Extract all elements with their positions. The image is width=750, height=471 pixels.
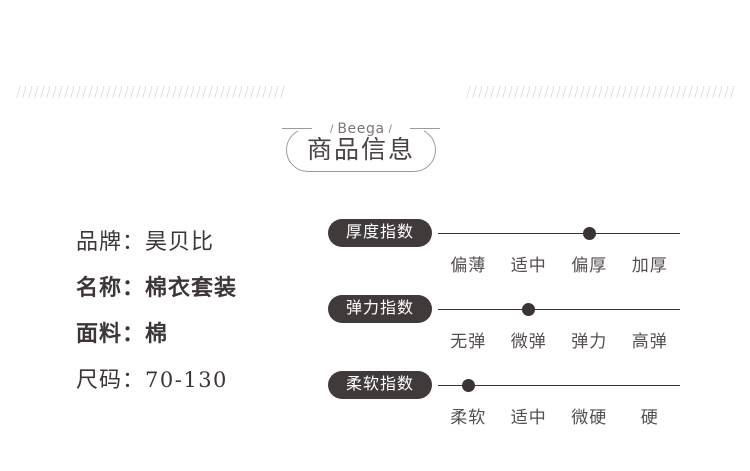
slash-left-icon: / xyxy=(330,121,334,136)
info-value-name: 棉衣套装 xyxy=(145,275,238,300)
brand-name: Beega xyxy=(337,120,385,137)
track-dot-thickness[interactable] xyxy=(582,227,596,240)
info-row-brand: 品牌： 昊贝比 xyxy=(76,224,306,256)
info-value-material: 棉 xyxy=(145,321,169,346)
product-info-list: 品牌： 昊贝比 名称： 棉衣套装 面料： 棉 尺码： 70-130 xyxy=(76,224,306,394)
index-track-softness[interactable] xyxy=(438,371,680,399)
brand-label: / Beega / xyxy=(282,120,440,137)
hatch-decoration-right xyxy=(466,86,738,98)
info-value-size: 70-130 xyxy=(145,368,228,392)
track-line xyxy=(438,309,680,311)
scale-label: 加厚 xyxy=(631,256,668,275)
index-slider-list: 厚度指数 偏薄 适中 偏厚 加厚 弹力指数 无弹 微弹 弹力 高弹 柔软指数 xyxy=(328,219,680,447)
scale-label: 偏厚 xyxy=(571,256,608,275)
index-label-softness: 柔软指数 xyxy=(328,371,432,399)
scale-label: 适中 xyxy=(510,256,547,275)
scale-label: 高弹 xyxy=(631,332,668,351)
scale-label: 微弹 xyxy=(510,332,547,351)
index-label-thickness: 厚度指数 xyxy=(328,219,432,247)
info-row-material: 面料： 棉 xyxy=(76,316,306,348)
index-slider-softness: 柔软指数 柔软 适中 微硬 硬 xyxy=(328,371,680,447)
info-label-brand: 品牌： xyxy=(76,229,146,254)
info-label-size: 尺码： xyxy=(76,367,146,392)
track-line xyxy=(438,233,680,235)
index-track-thickness[interactable] xyxy=(438,219,680,247)
page-header: 商品信息 / Beega / xyxy=(0,58,750,172)
scale-label: 适中 xyxy=(510,408,547,427)
brand-rule-left-icon xyxy=(282,128,312,129)
hatch-decoration-left xyxy=(16,86,288,98)
info-row-name: 名称： 棉衣套装 xyxy=(76,270,306,302)
scale-labels-softness: 柔软 适中 微硬 硬 xyxy=(438,403,680,428)
scale-label: 微硬 xyxy=(571,408,608,427)
slash-right-icon: / xyxy=(388,121,392,136)
track-dot-softness[interactable] xyxy=(461,379,475,392)
scale-label: 硬 xyxy=(640,408,659,427)
page-title: 商品信息 xyxy=(306,136,415,164)
info-label-material: 面料： xyxy=(76,321,146,346)
info-label-name: 名称： xyxy=(76,275,146,300)
scale-labels-elasticity: 无弹 微弹 弹力 高弹 xyxy=(438,327,680,352)
scale-label: 弹力 xyxy=(571,332,608,351)
info-row-size: 尺码： 70-130 xyxy=(76,362,306,394)
scale-label: 偏薄 xyxy=(450,256,487,275)
index-slider-thickness: 厚度指数 偏薄 适中 偏厚 加厚 xyxy=(328,219,680,295)
index-slider-elasticity: 弹力指数 无弹 微弹 弹力 高弹 xyxy=(328,295,680,371)
scale-label: 无弹 xyxy=(450,332,487,351)
brand-rule-right-icon xyxy=(410,128,440,129)
scale-labels-thickness: 偏薄 适中 偏厚 加厚 xyxy=(438,251,680,276)
index-track-elasticity[interactable] xyxy=(438,295,680,323)
header-badge: 商品信息 / Beega / xyxy=(282,120,440,172)
track-dot-elasticity[interactable] xyxy=(522,303,536,316)
index-label-elasticity: 弹力指数 xyxy=(328,295,432,323)
track-line xyxy=(438,385,680,387)
info-value-brand: 昊贝比 xyxy=(145,229,215,254)
scale-label: 柔软 xyxy=(450,408,487,427)
